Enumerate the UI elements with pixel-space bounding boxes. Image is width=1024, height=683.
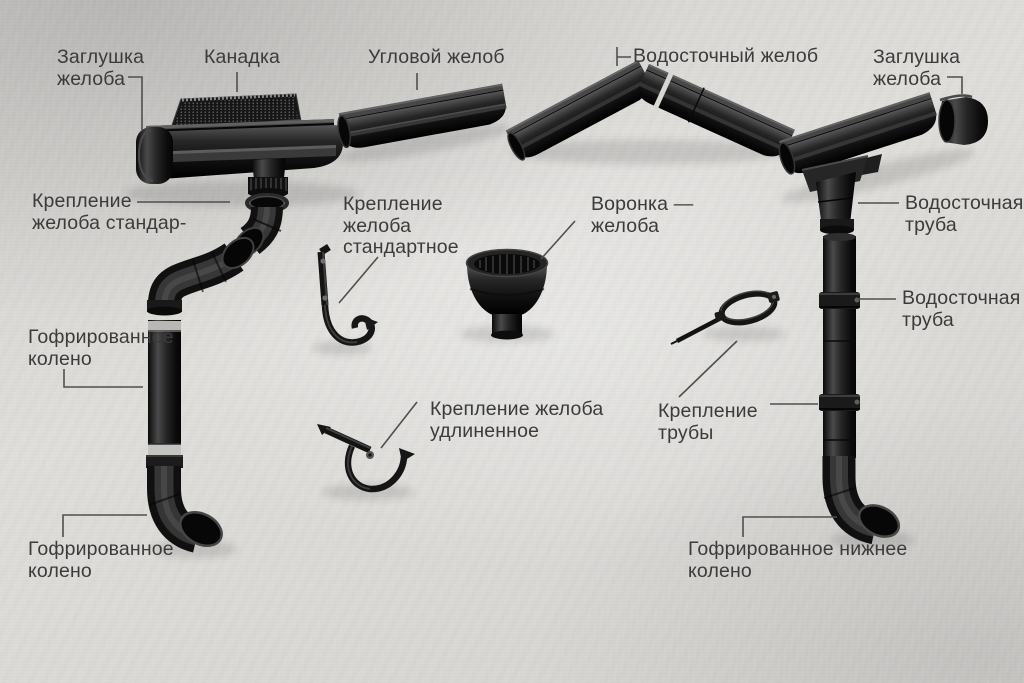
label-gutter-bracket-standard-mid: Крепление желоба стандартное: [343, 193, 459, 259]
label-line: Крепление: [32, 190, 132, 212]
label-line: желоба: [57, 67, 126, 90]
label-line: желоба: [591, 214, 660, 237]
label-line: колено: [28, 559, 92, 582]
label-line: Крепление желоба: [430, 398, 604, 420]
label-kanadka: Канадка: [204, 46, 281, 69]
label-line: Воронка —: [591, 193, 694, 215]
label-drain-gutter: Водосточный желоб: [633, 45, 819, 68]
bottom-elbow-right-image: [822, 456, 901, 545]
label-corner-gutter: Угловой желоб: [368, 46, 505, 69]
gutter-end-cap-right-image: [938, 94, 988, 145]
label-downpipe-upper: Водосточная труба: [905, 192, 1024, 236]
pipe-bracket-image: [670, 290, 780, 345]
leader-pipe-bracket: [678, 340, 818, 405]
label-gutter-bracket-extended: Крепление желоба удлиненное: [430, 398, 604, 442]
label-line: стандартное: [343, 236, 459, 258]
label-line: Водосточный желоб: [633, 45, 819, 67]
label-pipe-bracket: Крепление трубы: [658, 400, 758, 444]
label-downpipe-lower: Водосточная труба: [902, 287, 1021, 331]
leader-bracket-extended: [380, 401, 418, 449]
label-line: колено: [688, 559, 752, 582]
label-line: желоба стандар-: [32, 211, 187, 234]
corrugated-pipe-image: [148, 320, 181, 455]
label-line: Канадка: [204, 46, 281, 68]
drain-gutter-corner-image: [505, 60, 795, 161]
label-line: желоба: [343, 214, 412, 237]
label-line: Заглушка: [57, 46, 145, 68]
gutter-end-cap-left: [136, 127, 173, 184]
gutter-bracket-extended-image: [317, 424, 415, 493]
gutter-with-outlet-right-image: [778, 92, 937, 235]
bottom-elbow-left-image: [146, 455, 223, 553]
label-line: Крепление: [658, 400, 758, 422]
label-corrugated-lower-elbow: Гофрированное нижнее колено: [688, 538, 908, 582]
label-line: Водосточная: [902, 287, 1021, 309]
leader-bracket-std-mid: [338, 256, 379, 304]
label-line: Водосточная: [905, 192, 1024, 214]
pipe-coupling-lower: [819, 394, 860, 411]
label-line: удлиненное: [430, 419, 540, 442]
gutter-outlet: [252, 158, 286, 180]
label-gutter-funnel: Воронка — желоба: [591, 193, 694, 237]
leader-end-cap-top-left: [128, 76, 143, 130]
leader-funnel: [540, 220, 576, 260]
label-line: труба: [905, 213, 957, 236]
label-end-cap-top-right: Заглушка желоба: [873, 46, 961, 90]
leader-lines: [62, 47, 963, 537]
label-line: колено: [28, 347, 92, 370]
elbow-upper-image: [233, 193, 289, 258]
leader-corrugated-lower-elbow: [742, 516, 837, 537]
leader-corrugated-elbow-bottom-left: [62, 514, 147, 537]
label-line: Гофрированное нижнее: [688, 538, 908, 560]
gutter-with-leaf-guard-image: [136, 93, 343, 198]
gutter-bracket-standard-image: [317, 244, 378, 346]
leader-end-cap-top-right: [947, 76, 963, 94]
corner-gutter-section-image: [337, 83, 507, 149]
gutter-funnel-image: [465, 248, 549, 340]
leader-corrugated-elbow-mid: [63, 369, 143, 388]
label-line: Заглушка: [873, 46, 961, 68]
label-line: Угловой желоб: [368, 46, 505, 68]
label-gutter-bracket-standard-left: Крепление желоба стандар-: [32, 190, 187, 234]
label-line: Гофрированное: [28, 538, 174, 560]
leader-drain-gutter: [616, 47, 631, 66]
label-corrugated-elbow-mid: Гофрированное колено: [28, 326, 174, 370]
pipe-coupling-upper: [819, 292, 860, 309]
downpipe-image: [819, 233, 901, 545]
label-line: Гофрированное: [28, 326, 174, 348]
elbow-lower-image: [147, 236, 255, 316]
label-line: трубы: [658, 421, 714, 444]
label-end-cap-top-left: Заглушка желоба: [57, 46, 145, 90]
label-line: желоба: [873, 67, 942, 90]
label-line: труба: [902, 308, 954, 331]
label-corrugated-elbow-bottom-left: Гофрированное колено: [28, 538, 174, 582]
label-line: Крепление: [343, 193, 443, 215]
